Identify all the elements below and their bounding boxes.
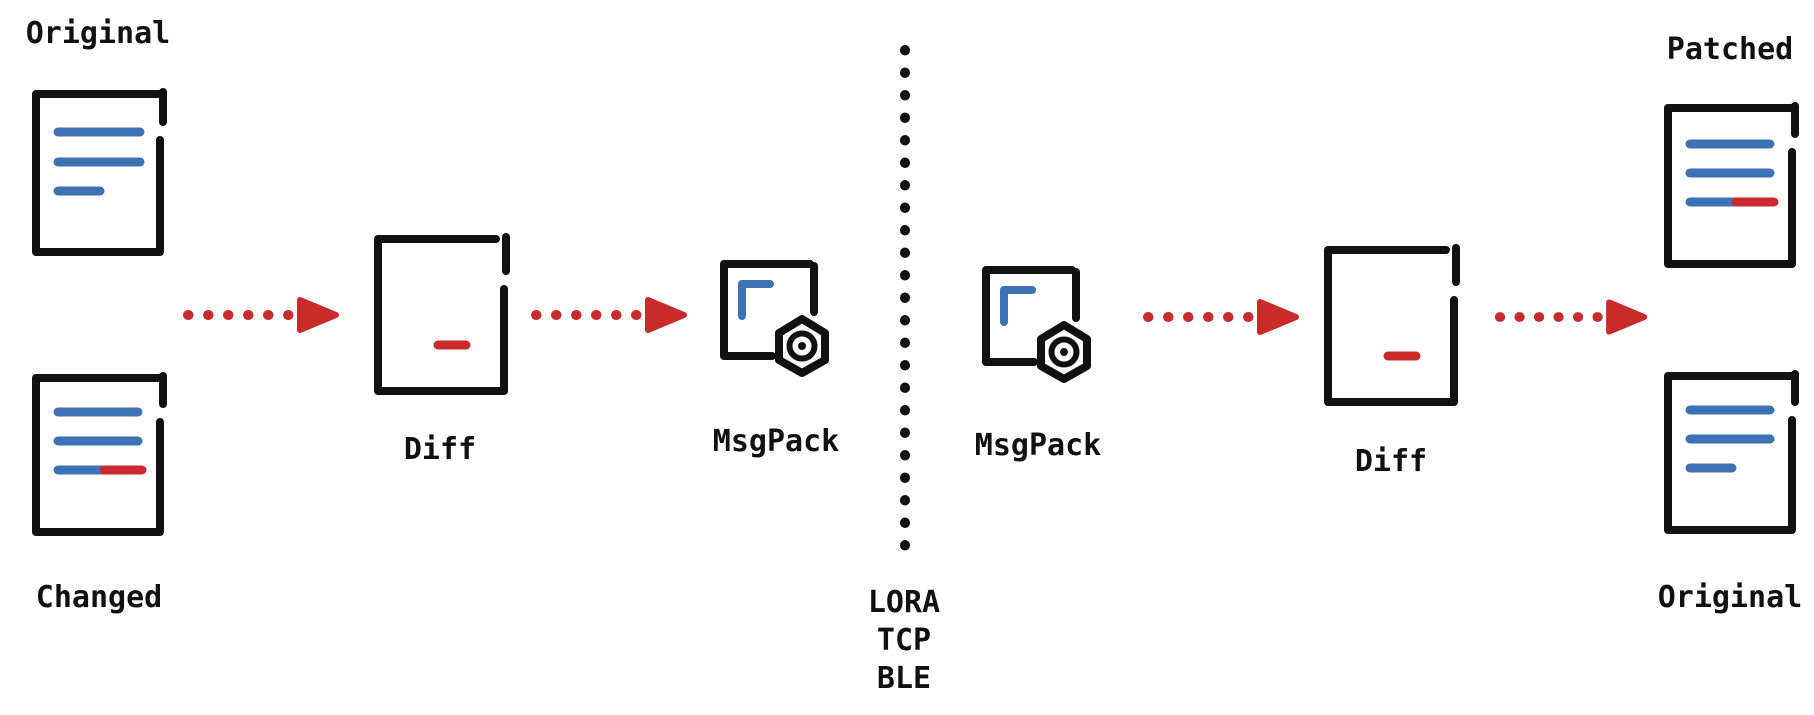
document-icon	[32, 372, 167, 536]
original-document-icon	[20, 80, 176, 266]
right-top-doc-label: Patched	[1666, 32, 1794, 67]
decode-msgpack-label: MsgPack	[974, 428, 1102, 463]
dotted-arrow-icon	[180, 294, 342, 336]
document-icon	[32, 88, 167, 256]
dotted-arrow-icon	[528, 294, 690, 336]
decode-diff-box-icon	[1312, 236, 1470, 416]
decode-diff-label: Diff	[1354, 444, 1428, 479]
encode-diff-box-icon	[362, 225, 520, 405]
dotted-arrow-icon	[1140, 296, 1302, 338]
decode-msgpack-icon	[970, 258, 1104, 392]
right-bottom-doc-label: Original	[1657, 580, 1803, 615]
transport-tcp-label: TCP	[876, 623, 932, 658]
left-top-doc-label: Original	[25, 16, 171, 51]
document-icon	[1664, 102, 1799, 268]
left-bottom-doc-label: Changed	[35, 580, 163, 615]
encode-msgpack-icon	[708, 252, 842, 386]
changed-document-icon	[20, 364, 176, 546]
encode-msgpack-label: MsgPack	[712, 424, 840, 459]
restored-original-document-icon	[1652, 362, 1808, 544]
document-icon	[1664, 370, 1799, 534]
transport-protocols: LORA TCP BLE	[868, 584, 940, 698]
patched-document-icon	[1652, 94, 1808, 278]
transport-ble-label: BLE	[876, 661, 932, 696]
encode-diff-label: Diff	[403, 432, 477, 467]
transport-lora-label: LORA	[867, 585, 941, 620]
transport-divider-line	[896, 42, 914, 570]
dotted-arrow-icon	[1492, 296, 1650, 338]
